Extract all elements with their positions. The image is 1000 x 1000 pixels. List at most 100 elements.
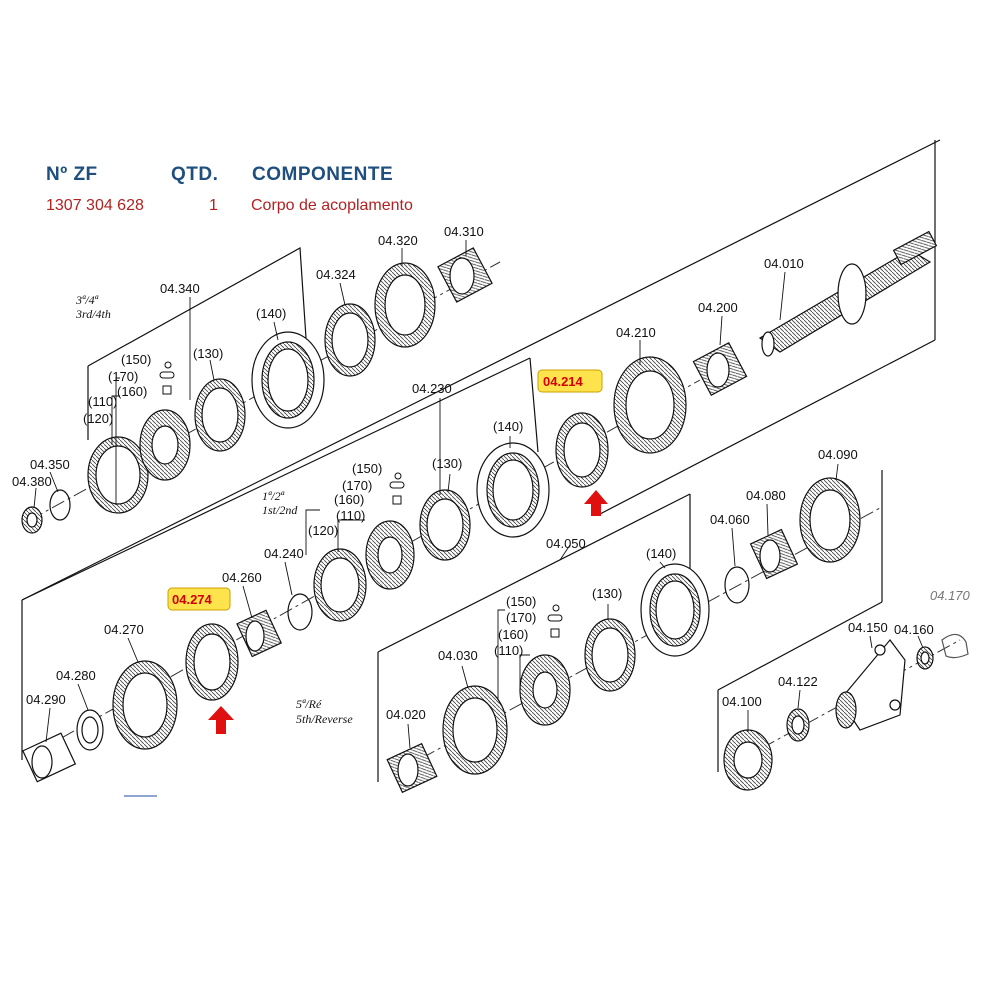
label-140-row3: (140): [646, 546, 676, 561]
panel-3rd-4th: [87, 247, 307, 440]
label-04-150: 04.150: [848, 620, 888, 635]
label-150-row1: (150): [121, 352, 151, 367]
group-1-2-label-en: 1st/2nd: [262, 503, 298, 517]
panel-1st-2nd: [21, 139, 941, 760]
label-04-010: 04.010: [764, 256, 804, 271]
gear-04.030: [442, 685, 508, 775]
group-3-4-label-en: 3rd/4th: [75, 307, 111, 321]
label-04-270: 04.270: [104, 622, 144, 637]
header-zf-number: Nº ZF: [46, 164, 98, 185]
label-04-060: 04.060: [710, 512, 750, 527]
gear-04.100: [723, 729, 773, 791]
washer-04.160: [916, 646, 934, 670]
coupling-ring-120a: [87, 436, 149, 514]
label-04-324: 04.324: [316, 267, 356, 282]
sleeve-140b: [476, 442, 550, 538]
snap-ring-04.060: [724, 566, 750, 604]
label-130-row2: (130): [432, 456, 462, 471]
highlight-04-274: 04.274: [167, 587, 231, 611]
label-04-100: 04.100: [722, 694, 762, 709]
label-110-row2: (110): [336, 508, 365, 523]
gear-04.270: [112, 660, 178, 750]
header-quantity: QTD.: [171, 164, 219, 185]
label-04-230: 04.230: [412, 381, 452, 396]
highlight-label-04-214: 04.214: [543, 374, 584, 389]
label-04-122: 04.122: [778, 674, 818, 689]
label-04-310: 04.310: [444, 224, 484, 239]
label-04-080: 04.080: [746, 488, 786, 503]
label-150-row3: (150): [506, 594, 536, 609]
label-170-row3: (170): [506, 610, 536, 625]
label-04-030: 04.030: [438, 648, 478, 663]
bearing-04.020: [386, 742, 438, 794]
part-zf-number: 1307 304 628: [46, 197, 144, 214]
synchro-ring-130b: [419, 489, 471, 561]
label-160-row1: (160): [117, 384, 147, 399]
label-04-290: 04.290: [26, 692, 66, 707]
label-04-170: 04.170: [930, 588, 971, 603]
group-1-2-label-pt: 1ª/2ª: [262, 489, 285, 503]
group-5-r-label-pt: 5ª/Ré: [296, 697, 322, 711]
arrow-up-icon: [584, 490, 608, 516]
leader-lines: [33, 240, 924, 749]
label-160-row2: (160): [334, 492, 364, 507]
snap-ring-04.240: [287, 593, 313, 631]
sleeve-140a: [251, 331, 325, 429]
washer-04.280: [76, 709, 104, 751]
bushing-04.290: [22, 732, 77, 783]
label-04-280: 04.280: [56, 668, 96, 683]
gear-04.210: [613, 356, 687, 454]
label-120-row2: (120): [308, 523, 338, 538]
synchro-hub-110b: [365, 520, 415, 590]
label-04-090: 04.090: [818, 447, 858, 462]
ring-04.324: [324, 303, 376, 377]
label-04-160: 04.160: [894, 622, 934, 637]
label-160-row3: (160): [498, 627, 528, 642]
bearing-04.200: [692, 342, 748, 396]
label-04-350: 04.350: [30, 457, 70, 472]
bearing-04.310: [437, 247, 493, 303]
part-quantity: 1: [209, 197, 218, 214]
arrow-up-icon: [208, 706, 234, 734]
coupling-body-04.274: [185, 623, 239, 701]
label-04-020: 04.020: [386, 707, 426, 722]
label-110-row3: (110): [494, 643, 523, 658]
label-170-row1: (170): [108, 369, 138, 384]
label-150-row2: (150): [352, 461, 382, 476]
detent-parts: [159, 361, 563, 638]
highlight-04-214: 04.214: [537, 369, 603, 393]
label-04-210: 04.210: [616, 325, 656, 340]
label-170-row2: (170): [342, 478, 372, 493]
group-5-r-label-en: 5th/Reverse: [296, 712, 353, 726]
gear-04.320: [374, 262, 436, 348]
label-04-340: 04.340: [160, 281, 200, 296]
flange-04.150: [835, 639, 906, 731]
coupling-ring-120b: [313, 548, 367, 622]
label-04-380: 04.380: [12, 474, 52, 489]
synchro-hub-110c: [519, 654, 571, 726]
label-110-row1: (110): [88, 394, 117, 409]
synchro-ring-130a: [194, 378, 246, 452]
label-140-row1: (140): [256, 306, 286, 321]
label-130-row1: (130): [193, 346, 223, 361]
header-component: COMPONENTE: [252, 164, 394, 185]
label-04-240: 04.240: [264, 546, 304, 561]
gear-04.380: [21, 506, 43, 534]
synchro-hub-110a: [139, 409, 191, 481]
nut-04.122: [786, 708, 810, 742]
label-04-260: 04.260: [222, 570, 262, 585]
bearing-04.260: [236, 609, 282, 658]
label-04-320: 04.320: [378, 233, 418, 248]
label-04-200: 04.200: [698, 300, 738, 315]
sleeve-140c: [640, 563, 710, 657]
gear-04.090: [799, 477, 861, 563]
bearing-04.080: [749, 528, 799, 580]
coupling-body-04.214: [555, 412, 609, 488]
synchro-ring-130c: [584, 618, 636, 692]
label-120-row1: (120): [83, 411, 113, 426]
part-component-name: Corpo de acoplamento: [251, 197, 413, 214]
label-140-row2: (140): [493, 419, 523, 434]
snap-ring-04.350: [49, 489, 71, 521]
